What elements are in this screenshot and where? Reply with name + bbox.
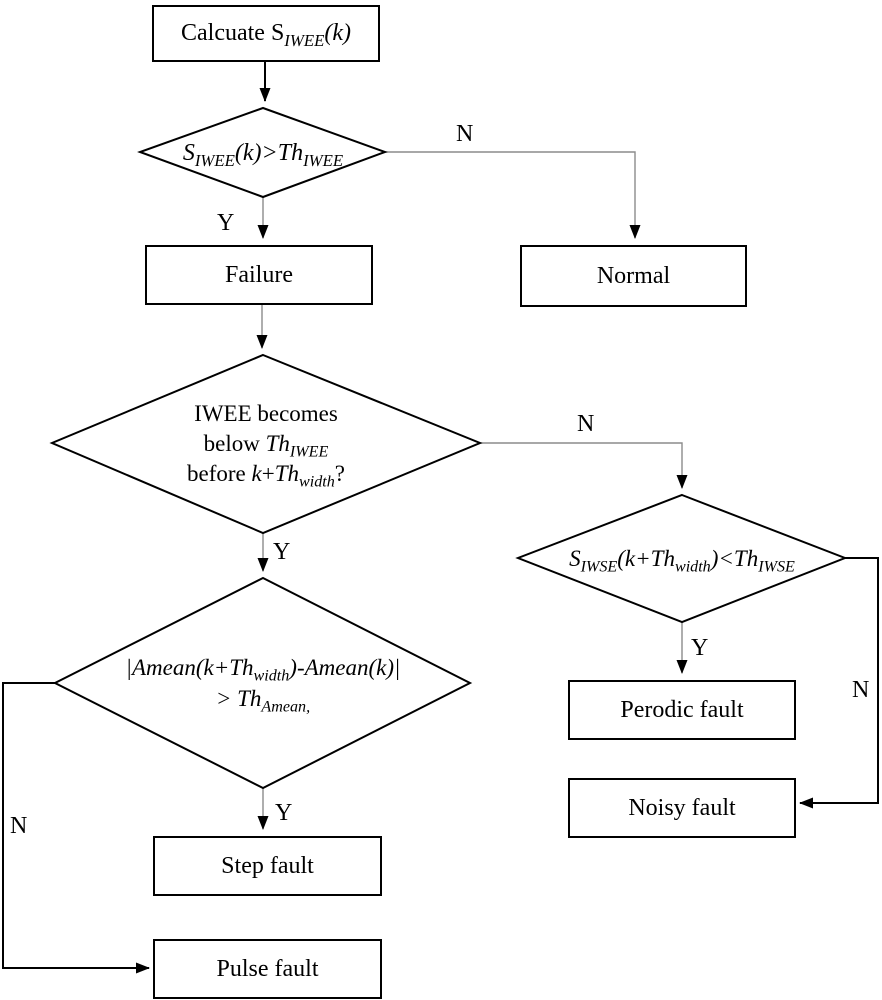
decision-iwee-line-3: before k+Thwidth? [187, 461, 345, 491]
edge-d1-no-to-normal [385, 151, 641, 239]
calculate-siwee-box: Calcuate SIWEE(k) [152, 5, 380, 62]
edge-label-d1-no: N [456, 121, 474, 147]
failure-box: Failure [145, 245, 373, 305]
periodic-fault-label: Perodic fault [620, 696, 744, 723]
decision-amean-difference-lines: |Amean(k+Thwidth)-Amean(k)| > ThAmean, [125, 652, 401, 716]
failure-label: Failure [225, 261, 293, 288]
edge-label-d3-yes: Y [275, 800, 293, 826]
decision-iwee-line-2: below ThIWEE [203, 431, 329, 461]
noisy-fault-label: Noisy fault [628, 794, 736, 821]
decision-iwee-becomes-below-shape [49, 353, 483, 535]
decision-siwee-threshold-shape [137, 106, 388, 199]
edge-d3-no-to-pulse [2, 682, 150, 974]
noisy-fault-box: Noisy fault [568, 778, 796, 838]
decision-siwee-threshold-formula: SIWEE(k)>ThIWEE [182, 139, 344, 170]
decision-siwse-threshold-shape [515, 493, 848, 624]
decision-amean-difference-shape [52, 576, 473, 790]
decision-siwse-threshold-text: SIWSE(k+Thwidth)<ThIWSE [518, 495, 846, 622]
pulse-fault-box: Pulse fault [153, 939, 382, 999]
step-fault-label: Step fault [221, 852, 314, 879]
decision-siwee-threshold-text: SIWEE(k)>ThIWEE [140, 108, 386, 197]
edge-label-dbig-yes: Y [273, 539, 291, 565]
pulse-fault-label: Pulse fault [216, 955, 319, 982]
edge-label-d3-no: N [10, 813, 28, 839]
edge-label-d1-yes: Y [217, 210, 235, 236]
decision-iwee-becomes-below-text: IWEE becomes below ThIWEE before k+Thwid… [52, 355, 480, 533]
periodic-fault-box: Perodic fault [568, 680, 796, 740]
edge-label-d2-yes: Y [691, 635, 709, 661]
edge-label-d2-no: N [852, 677, 870, 703]
decision-amean-line-1: |Amean(k+Thwidth)-Amean(k)| [125, 655, 401, 685]
normal-label: Normal [596, 262, 671, 289]
calculate-siwee-label: Calcuate SIWEE(k) [180, 20, 352, 50]
step-fault-box: Step fault [153, 836, 382, 896]
decision-siwse-threshold-formula: SIWSE(k+Thwidth)<ThIWSE [569, 545, 795, 576]
decision-amean-line-2: > ThAmean, [215, 686, 311, 716]
decision-iwee-becomes-below-lines: IWEE becomes below ThIWEE before k+Thwid… [187, 399, 345, 491]
decision-amean-difference-text: |Amean(k+Thwidth)-Amean(k)| > ThAmean, [55, 578, 471, 788]
normal-box: Normal [520, 245, 747, 307]
edge-d2-no-to-noisy [799, 557, 879, 809]
edge-label-dbig-no: N [577, 411, 595, 437]
edge-dbig-no-to-d2 [480, 442, 688, 489]
decision-iwee-line-1: IWEE becomes [194, 401, 338, 426]
